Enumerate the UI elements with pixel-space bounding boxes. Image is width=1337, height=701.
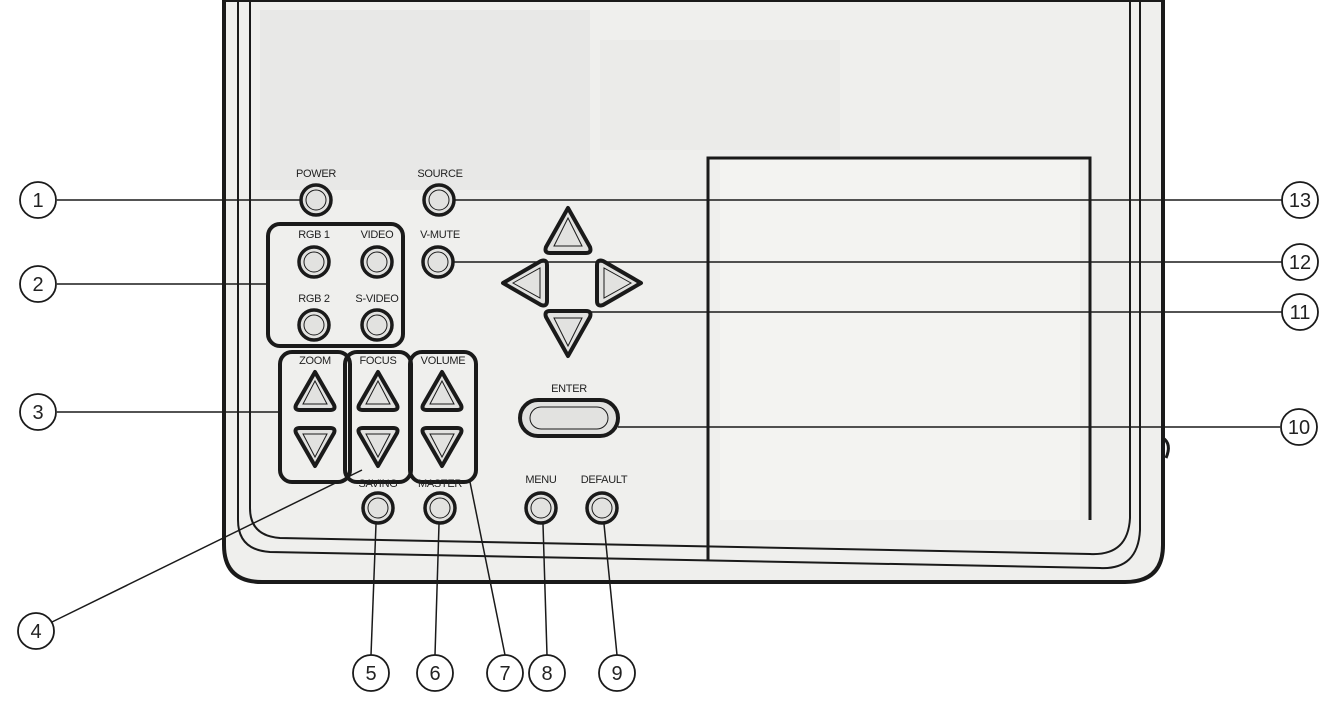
svg-text:3: 3	[32, 402, 43, 424]
callout-2: 2	[19, 265, 57, 303]
callout-6: 6	[416, 654, 454, 692]
focus-down-button[interactable]	[356, 426, 400, 468]
zoom-down-button[interactable]	[293, 426, 337, 468]
callout-4: 4	[17, 612, 55, 650]
svg-text:10: 10	[1288, 417, 1310, 439]
power-label: POWER	[296, 168, 336, 180]
default-button[interactable]	[585, 491, 619, 525]
edge-clip	[1162, 436, 1170, 459]
callout-1: 1	[19, 181, 57, 219]
source-label: SOURCE	[417, 168, 462, 180]
video-label: VIDEO	[361, 229, 394, 241]
rgb2-label: RGB 2	[298, 293, 330, 305]
volume-up-button[interactable]	[420, 370, 464, 412]
saving-button[interactable]	[361, 491, 395, 525]
volume-down-button[interactable]	[420, 426, 464, 468]
rgb1-button[interactable]	[297, 245, 331, 279]
power-button[interactable]	[299, 183, 333, 217]
callout-12: 12	[1281, 243, 1319, 281]
zoom-label: ZOOM	[299, 355, 331, 367]
callout-7: 7	[486, 654, 524, 692]
zoom-up-button[interactable]	[293, 370, 337, 412]
panel-texture	[260, 10, 590, 190]
source-button[interactable]	[422, 183, 456, 217]
rgb1-label: RGB 1	[298, 229, 330, 241]
callout-10: 10	[1280, 408, 1318, 446]
master-label: MASTER	[418, 478, 462, 490]
svg-text:6: 6	[429, 663, 440, 685]
svg-text:2: 2	[32, 274, 43, 296]
focus-label: FOCUS	[359, 355, 396, 367]
panel-texture	[720, 160, 1080, 520]
rgb2-button[interactable]	[297, 308, 331, 342]
callout-8: 8	[528, 654, 566, 692]
vmute-button[interactable]	[421, 245, 455, 279]
svg-text:1: 1	[32, 190, 43, 212]
panel-inner-line	[249, 0, 1131, 556]
volume-label: VOLUME	[421, 355, 466, 367]
svg-text:8: 8	[541, 663, 552, 685]
cursor-down-button[interactable]	[543, 309, 593, 358]
callout-13: 13	[1281, 181, 1319, 219]
zoom-group-box	[278, 350, 352, 484]
callout-5: 5	[352, 654, 390, 692]
callout-11: 11	[1281, 293, 1319, 331]
default-label: DEFAULT	[581, 474, 628, 486]
panel-texture	[600, 40, 840, 150]
volume-group-box	[408, 350, 478, 484]
svg-text:4: 4	[30, 621, 41, 643]
svideo-label: S-VIDEO	[355, 293, 399, 305]
svg-text:5: 5	[365, 663, 376, 685]
cursor-up-button[interactable]	[543, 206, 593, 255]
cursor-right-button[interactable]	[595, 258, 643, 308]
cursor-left-button[interactable]	[501, 258, 549, 308]
enter-button[interactable]	[518, 398, 620, 438]
vmute-label: V-MUTE	[420, 229, 460, 241]
panel-inner-line	[237, 0, 1141, 570]
svg-text:12: 12	[1289, 252, 1311, 274]
menu-label: MENU	[525, 474, 557, 486]
menu-button[interactable]	[524, 491, 558, 525]
svg-text:13: 13	[1289, 190, 1311, 212]
svideo-button[interactable]	[360, 308, 394, 342]
video-button[interactable]	[360, 245, 394, 279]
input-group-box	[266, 222, 405, 348]
leader-lines	[51, 199, 1282, 656]
display-window	[706, 156, 1092, 560]
callout-9: 9	[598, 654, 636, 692]
focus-up-button[interactable]	[356, 370, 400, 412]
saving-label: SAVING	[359, 478, 398, 490]
callout-3: 3	[19, 393, 57, 431]
svg-text:11: 11	[1290, 302, 1311, 324]
svg-text:9: 9	[611, 663, 622, 685]
enter-label: ENTER	[551, 383, 587, 395]
svg-text:7: 7	[499, 663, 510, 685]
master-button[interactable]	[423, 491, 457, 525]
